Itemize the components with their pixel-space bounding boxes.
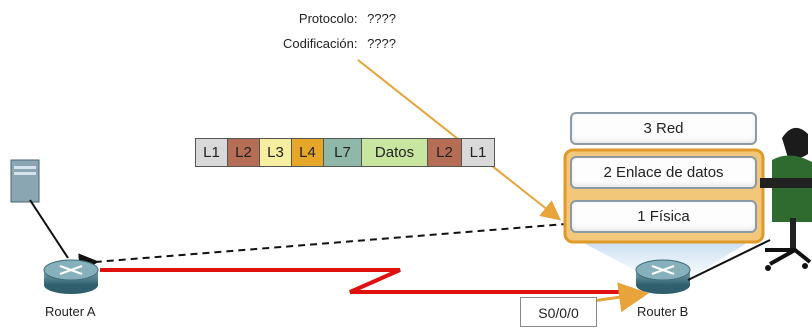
layer-2-data-link: 2 Enlace de datos	[570, 156, 757, 189]
layer-1-physical: 1 Física	[570, 200, 757, 233]
pdu-frame: L1 L2 L3 L4 L7 Datos L2 L1	[195, 138, 495, 167]
pdu-segment-data: Datos	[362, 139, 428, 166]
router-a-label: Router A	[45, 304, 96, 319]
pdu-segment-l1-trailer: L1	[462, 139, 494, 166]
pdu-segment-l4-header: L4	[292, 139, 324, 166]
pdu-segment-l2-header: L2	[228, 139, 260, 166]
router-b-label: Router B	[637, 304, 689, 319]
pdu-segment-l7-header: L7	[324, 139, 362, 166]
serial-port-label: S0/0/0	[520, 297, 597, 327]
layer-3-network: 3 Red	[570, 112, 757, 145]
person-at-computer-icon	[760, 127, 812, 271]
encoding-row: Codificación: ????	[216, 36, 396, 52]
router-a-icon	[43, 259, 99, 294]
pdu-segment-l3-header: L3	[260, 139, 292, 166]
router-b-icon	[635, 259, 691, 294]
router-b-cable	[687, 239, 771, 281]
pdu-segment-l1-header: L1	[196, 139, 228, 166]
encoding-value: ????	[367, 36, 396, 51]
layer-highlight-beam	[578, 240, 752, 278]
protocol-value: ????	[367, 11, 396, 26]
encoding-label: Codificación:	[283, 36, 358, 51]
protocol-label: Protocolo:	[298, 11, 358, 26]
dashed-signal-arrow	[78, 217, 641, 274]
server-icon	[10, 159, 40, 203]
server-cable	[29, 199, 69, 259]
serial-link	[100, 268, 640, 294]
pdu-segment-l2-trailer: L2	[428, 139, 462, 166]
protocol-row: Protocolo: ????	[236, 11, 396, 27]
